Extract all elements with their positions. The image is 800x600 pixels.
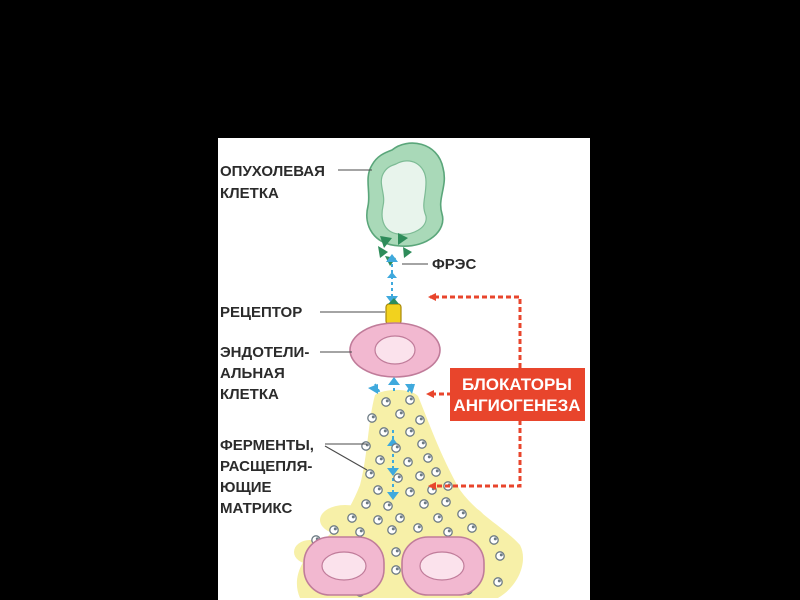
enzyme-particle — [387, 525, 397, 535]
enzyme-particle — [417, 439, 427, 449]
label-vegf: ФРЭС — [432, 256, 476, 273]
enzyme-particle — [415, 471, 425, 481]
endothelial-cell-nucleus — [374, 335, 416, 365]
enzyme-particle — [467, 523, 477, 533]
enzyme-particle — [403, 457, 413, 467]
enzyme-particle — [489, 535, 499, 545]
bottom-endothelial-cell-right — [401, 536, 485, 596]
label-enzymes-line3: ЮЩИЕ — [220, 479, 272, 496]
angiogenesis-blockers-box: БЛОКАТОРЫ АНГИОГЕНЕЗА — [450, 368, 585, 421]
enzyme-particle — [405, 427, 415, 437]
enzyme-particle — [395, 513, 405, 523]
label-endothelial-line1: ЭНДОТЕЛИ- — [220, 344, 309, 361]
enzyme-particle — [329, 525, 339, 535]
enzyme-particle — [383, 501, 393, 511]
enzyme-particle — [457, 509, 467, 519]
bottom-endothelial-cell-left — [303, 536, 385, 596]
enzyme-particle — [379, 427, 389, 437]
blocker-arrows — [426, 293, 522, 490]
label-enzymes-line4: МАТРИКС — [220, 500, 292, 517]
enzyme-particle — [355, 527, 365, 537]
enzyme-particle — [365, 469, 375, 479]
label-endothelial-cell: ЭНДОТЕЛИ- АЛЬНАЯ КЛЕТКА — [220, 344, 309, 403]
enzyme-particle — [431, 467, 441, 477]
enzyme-particle — [391, 565, 401, 575]
label-endothelial-line3: КЛЕТКА — [220, 386, 279, 403]
label-enzymes-line1: ФЕРМЕНТЫ, — [220, 437, 314, 454]
endothelial-cell — [349, 322, 441, 378]
label-enzymes-line2: РАСЩЕПЛЯ- — [220, 458, 312, 475]
enzyme-particle — [423, 453, 433, 463]
vegf-signal-arrows — [386, 254, 398, 304]
tumor-cell — [366, 142, 446, 247]
label-receptor: РЕЦЕПТОР — [220, 304, 302, 321]
enzyme-particle — [391, 443, 401, 453]
enzyme-particle — [391, 547, 401, 557]
label-tumor-cell-line2: КЛЕТКА — [220, 185, 279, 202]
endothelial-signal-arrows — [368, 377, 415, 500]
enzyme-particle — [419, 499, 429, 509]
blockers-line2: АНГИОГЕНЕЗА — [453, 396, 580, 415]
enzyme-particle — [493, 577, 503, 587]
enzyme-particle — [441, 497, 451, 507]
enzyme-particle — [347, 513, 357, 523]
enzyme-particle — [373, 485, 383, 495]
tumor-cell-nucleus — [380, 160, 427, 235]
enzyme-particle — [405, 395, 415, 405]
enzyme-particle — [375, 455, 385, 465]
enzyme-particle — [495, 551, 505, 561]
enzyme-particle — [393, 473, 403, 483]
enzyme-particle — [443, 527, 453, 537]
label-tumor-cell-line1: ОПУХОЛЕВАЯ — [220, 163, 325, 180]
blockers-line1: БЛОКАТОРЫ — [462, 375, 572, 394]
enzyme-particle — [361, 499, 371, 509]
enzyme-particle — [367, 413, 377, 423]
label-endothelial-line2: АЛЬНАЯ — [220, 365, 285, 382]
enzyme-particle — [433, 513, 443, 523]
enzyme-particle — [415, 415, 425, 425]
enzyme-particle — [413, 523, 423, 533]
label-enzymes: ФЕРМЕНТЫ, РАСЩЕПЛЯ- ЮЩИЕ МАТРИКС — [220, 437, 314, 517]
enzyme-particle — [395, 409, 405, 419]
enzyme-particle — [361, 441, 371, 451]
enzyme-particle — [405, 487, 415, 497]
label-tumor-cell: ОПУХОЛЕВАЯ КЛЕТКА — [220, 163, 325, 202]
enzyme-particle — [381, 397, 391, 407]
leader-lines — [320, 169, 428, 471]
enzyme-particle — [373, 515, 383, 525]
